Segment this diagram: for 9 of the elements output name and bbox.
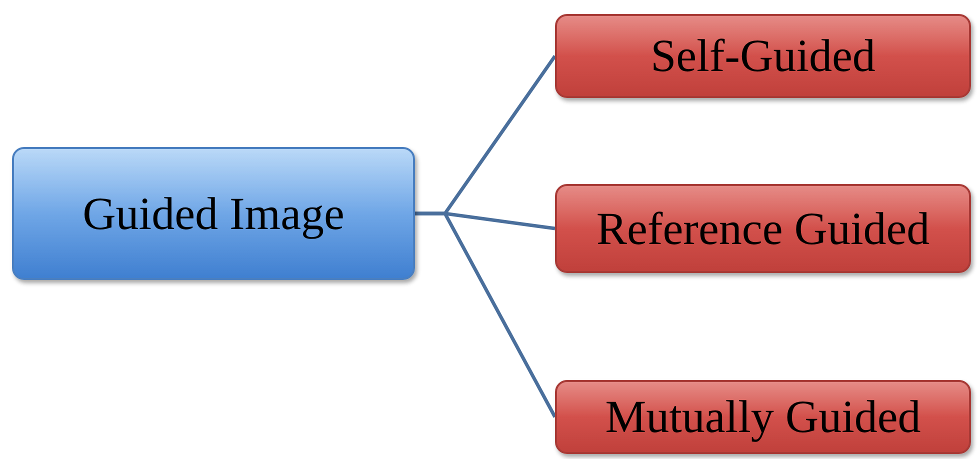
box-label: Self-Guided: [650, 33, 876, 79]
category-box: [555, 14, 971, 98]
root-box: [12, 147, 415, 280]
category-box: [555, 380, 971, 454]
box-label: Reference Guided: [596, 206, 930, 252]
box-label: Guided Image: [82, 190, 344, 236]
connector-line: [415, 212, 557, 418]
box-label: Mutually Guided: [605, 394, 921, 440]
category-box: [555, 184, 971, 273]
